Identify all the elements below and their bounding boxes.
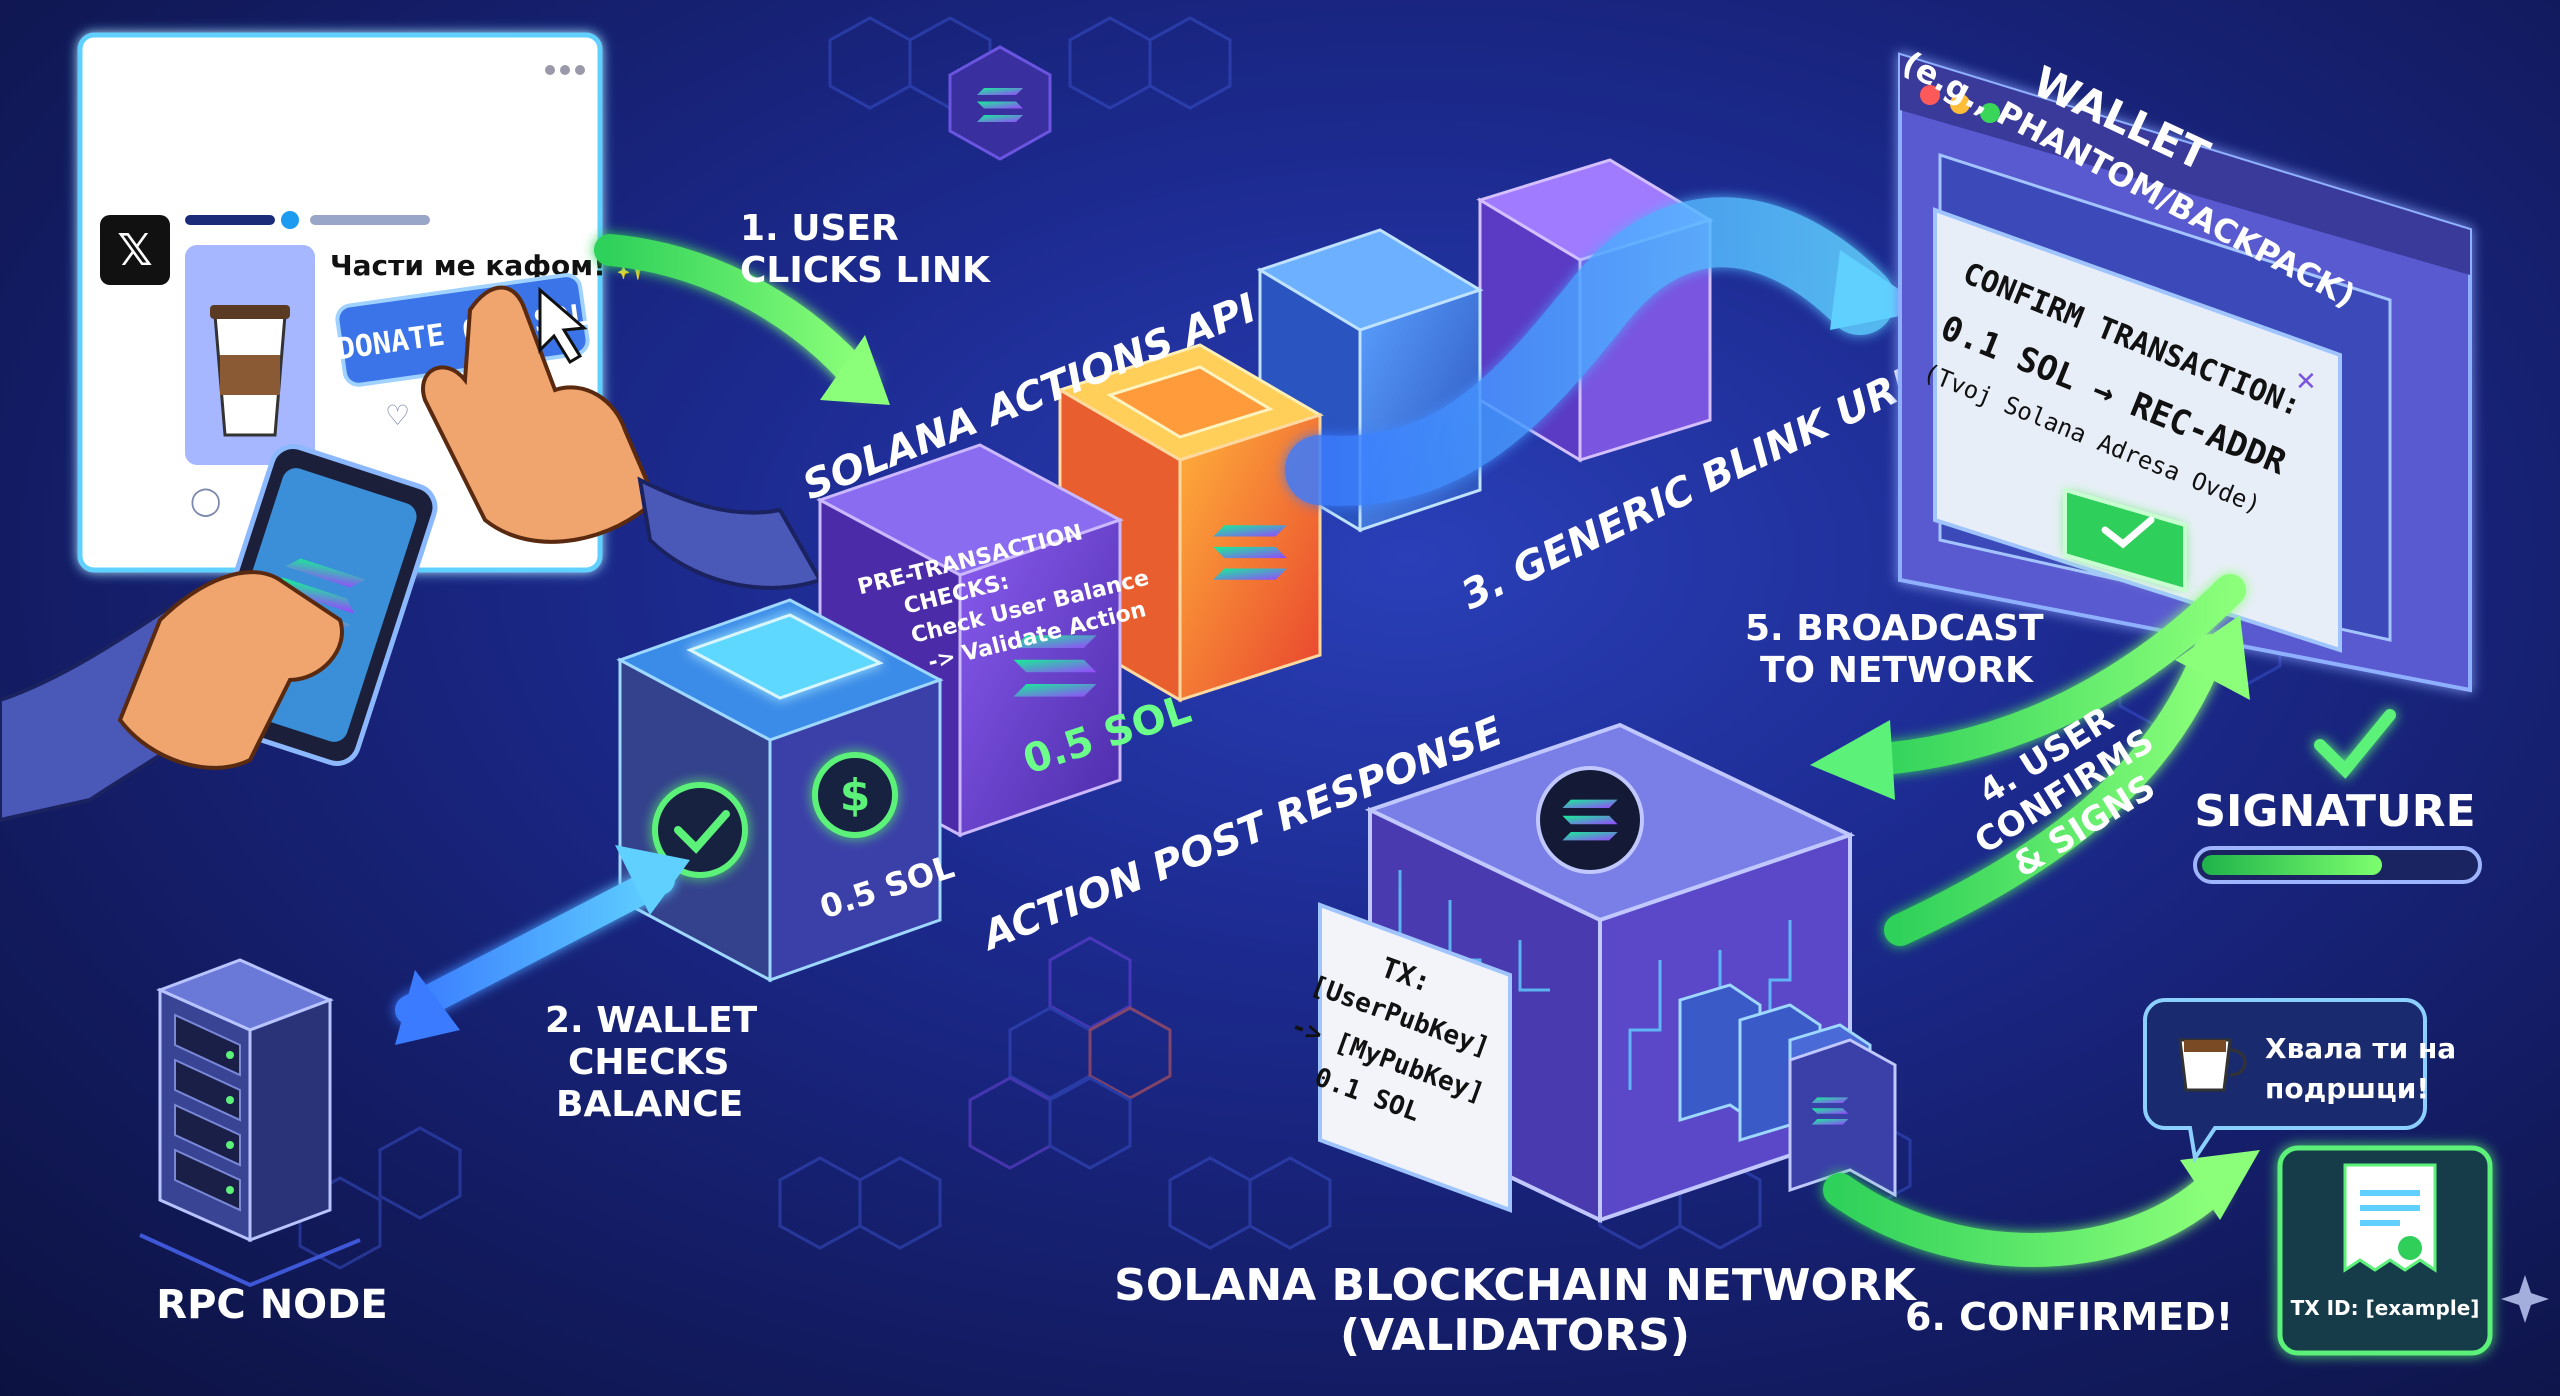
like-icon[interactable]: ♡ <box>385 399 410 432</box>
step2-arrowhead-right <box>615 845 690 915</box>
phone-in-hand <box>0 444 438 823</box>
thanks-line-1: Хвала ти на <box>2265 1032 2456 1065</box>
sparkle-icon <box>2501 1275 2549 1323</box>
network-label: SOLANA BLOCKCHAIN NETWORK <box>1114 1260 1918 1311</box>
step1-arrow <box>594 234 876 396</box>
step2-label-line3: BALANCE <box>556 1084 743 1125</box>
step5-arrow <box>1854 574 2246 776</box>
step5-label: 5. BROADCAST <box>1745 608 2044 649</box>
step4-arrowhead <box>2175 615 2250 700</box>
step2-label-line2: CHECKS <box>568 1042 729 1083</box>
close-icon[interactable]: ✕ <box>2295 367 2317 397</box>
step6-arrow <box>1823 1173 2227 1267</box>
step1-arrowhead <box>820 335 890 405</box>
thanks-bubble: Хвала ти на подршци! <box>2143 998 2456 1164</box>
step2-arrow <box>395 865 675 1025</box>
step6-label: 6. CONFIRMED! <box>1905 1295 2233 1339</box>
confirm-dialog <box>1933 207 2342 653</box>
step2-label: 2. WALLET <box>545 1000 758 1041</box>
svg-text:$: $ <box>840 770 871 821</box>
step5-arrowhead <box>1810 720 1895 800</box>
confirm-check-icon <box>2101 516 2155 549</box>
step6-arrowhead <box>2180 1150 2260 1220</box>
signature-progress-fill <box>2202 855 2382 875</box>
receipt-icon <box>2343 1163 2437 1273</box>
step5-label-line2: TO NETWORK <box>1760 650 2034 691</box>
receipt-card: TX ID: [example] <box>2277 1145 2493 1356</box>
x-logo-icon: 𝕏 <box>117 225 152 276</box>
thanks-line-2: подршци! <box>2265 1072 2429 1105</box>
pointing-hand <box>421 285 823 590</box>
cube-front-blue: $ 0.5 SOL <box>616 598 959 983</box>
signature-label: SIGNATURE <box>2194 786 2475 837</box>
signature-check-icon <box>2314 709 2396 779</box>
dollar-icon <box>812 752 898 838</box>
receipt-txid: TX ID: [example] <box>2291 1296 2480 1320</box>
step4-arrow <box>1884 634 2226 946</box>
cursor-icon <box>538 286 588 365</box>
x-logo-tile <box>100 215 170 285</box>
block-stack <box>1678 983 1897 1198</box>
step1-label-line2: CLICKS LINK <box>740 250 991 291</box>
network-label-line2: (VALIDATORS) <box>1340 1310 1690 1361</box>
confirm-button[interactable] <box>2063 487 2187 593</box>
step3-arrow <box>1285 197 1895 506</box>
comment-icon[interactable]: ◯ <box>190 484 221 517</box>
check-circle-icon <box>652 782 748 878</box>
tx-card <box>1318 902 1512 1213</box>
rpc-label: RPC NODE <box>156 1282 387 1328</box>
wallet-window: ✕ <box>1898 52 2472 693</box>
step1-label: 1. USER <box>740 208 899 249</box>
background-solana-badge <box>948 45 1052 161</box>
step2-arrowhead-left <box>395 970 460 1045</box>
verified-icon <box>281 211 299 229</box>
rpc-node-server <box>139 958 361 1288</box>
